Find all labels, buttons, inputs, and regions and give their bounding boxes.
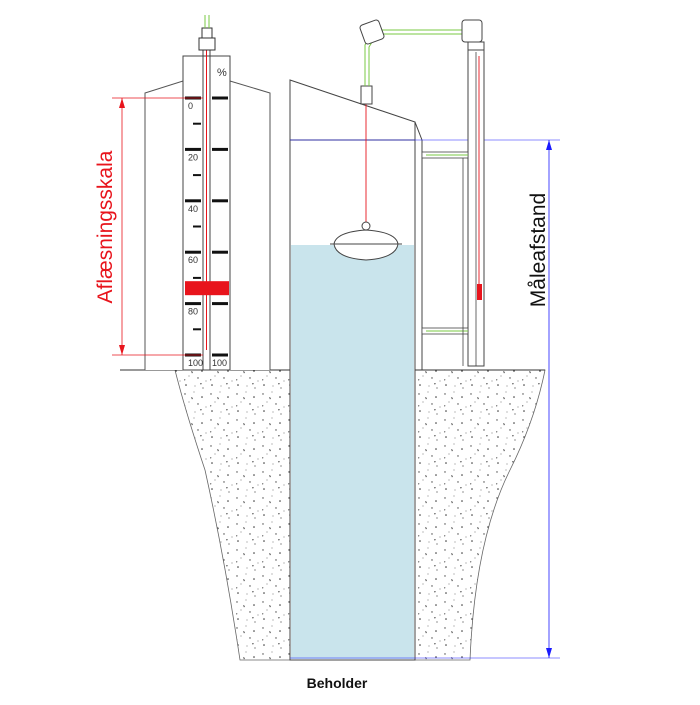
scale-label-right: 100 xyxy=(212,358,227,368)
scale-label: 0 xyxy=(188,101,193,111)
reading-scale-arrow-bottom xyxy=(119,345,125,355)
measure-arrow-top xyxy=(546,140,552,150)
side-tube-magnet xyxy=(477,284,482,300)
ground-concrete xyxy=(174,369,291,661)
gauge-head xyxy=(198,37,216,51)
cable-elbow-right xyxy=(461,19,483,43)
cable-route-inner xyxy=(368,33,475,86)
float-ring xyxy=(361,221,371,231)
scale-label: 40 xyxy=(188,204,198,214)
measure-arrow-bottom xyxy=(546,648,552,658)
ground-concrete-right xyxy=(414,369,546,661)
gauge-head-cap xyxy=(201,27,213,39)
tank-cover xyxy=(289,79,416,141)
tank-right-lip xyxy=(414,121,423,141)
measuring-distance-label: Måleafstand xyxy=(527,193,550,307)
reading-scale-label: Aflæsningsskala xyxy=(94,150,117,303)
scale-label: 20 xyxy=(188,152,198,162)
scale-label: 60 xyxy=(188,255,198,265)
scale-label: 80 xyxy=(188,307,198,317)
percent-sign: % xyxy=(217,67,227,79)
cable-elbow-left xyxy=(359,19,385,45)
reading-scale-arrow-top xyxy=(119,98,125,108)
level-indicator xyxy=(185,281,229,296)
container-label: Beholder xyxy=(307,675,368,691)
cover-pulley xyxy=(360,85,373,105)
scale-label: 100 xyxy=(188,358,203,368)
tank-liquid xyxy=(291,245,414,659)
float xyxy=(333,229,399,261)
